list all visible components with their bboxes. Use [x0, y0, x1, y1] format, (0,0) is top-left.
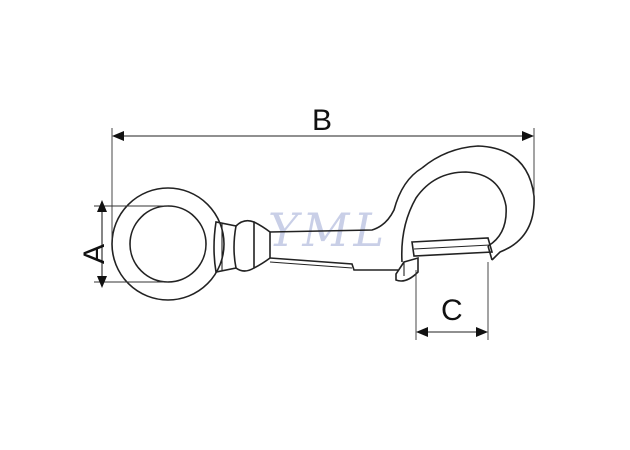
dimension-b: B: [111, 104, 535, 240]
dimension-a: A: [78, 200, 168, 288]
dimension-c: C: [415, 262, 489, 340]
swivel-collar: [213, 219, 271, 273]
dimension-b-label: B: [312, 104, 332, 137]
dimension-c-label: C: [441, 294, 463, 327]
spring-gate: [395, 237, 494, 282]
swivel-eye-ring: [111, 187, 225, 301]
dimension-a-label: A: [78, 244, 111, 264]
snap-hook-body: [269, 167, 423, 271]
hook-outline: [400, 145, 535, 263]
